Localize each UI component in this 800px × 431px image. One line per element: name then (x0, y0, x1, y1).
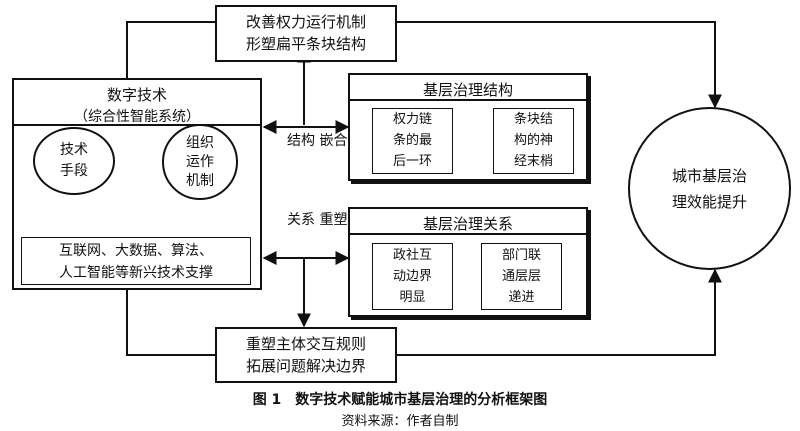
tech-support-box: 互联网、大数据、算法、 人工智能等新兴技术支撑 (21, 237, 251, 285)
relation-item-boundary: 政社互 动边界 明显 (372, 243, 453, 310)
tech-support-text: 互联网、大数据、算法、 人工智能等新兴技术支撑 (59, 243, 213, 281)
reshape-interaction-rules-text: 重塑主体交互规则 拓展问题解决边界 (245, 335, 366, 375)
arrow-top-to-outcome (397, 21, 722, 109)
improve-power-mechanism-box: 改善权力运行机制 形塑扁平条块结构 (215, 5, 397, 62)
relation-item-linkage-text: 部门联 通层层 递进 (501, 248, 541, 305)
relation-reshaping-label: 关系 重塑 (287, 212, 348, 228)
line-left-to-bottom (126, 290, 215, 356)
structure-nesting-label: 结构 嵌合 (287, 133, 348, 149)
tech-means-text: 技术 手段 (60, 142, 88, 179)
relation-item-boundary-text: 政社互 动边界 明显 (392, 248, 432, 305)
relation-item-linkage: 部门联 通层层 递进 (481, 243, 562, 310)
improve-power-mechanism-text: 改善权力运行机制 形塑扁平条块结构 (245, 13, 366, 53)
governance-efficiency-text: 城市基层治 理效能提升 (671, 166, 747, 211)
digital-tech-divider (12, 124, 262, 126)
governance-relation-title: 基层治理关系 (422, 215, 513, 233)
digital-tech-title: 数字技术 (106, 86, 167, 104)
org-mechanism-text: 组织 运作 机制 (186, 134, 214, 189)
arrow-bottom-to-outcome (397, 268, 722, 356)
source-note: 资料来源：作者自制 (341, 414, 459, 429)
org-mechanism-ellipse: 组织 运作 机制 (162, 124, 238, 200)
governance-structure-title: 基层治理结构 (422, 81, 513, 99)
digital-tech-subtitle: （综合性智能系统） (74, 109, 200, 125)
structure-item-power-chain-text: 权力链 条的最 后一环 (392, 112, 432, 169)
structure-item-nerve-ending-text: 条块结 构的神 经末梢 (513, 112, 553, 169)
tech-means-ellipse: 技术 手段 (33, 127, 115, 195)
figure-caption: 图 1 数字技术赋能城市基层治理的分析框架图 (252, 392, 548, 408)
structure-item-nerve-ending: 条块结 构的神 经末梢 (493, 108, 574, 174)
governance-efficiency-circle: 城市基层治 理效能提升 (628, 107, 791, 270)
line-left-to-top (126, 21, 215, 78)
governance-relation-divider (348, 233, 588, 235)
structure-item-power-chain: 权力链 条的最 后一环 (372, 108, 453, 174)
reshape-interaction-rules-box: 重塑主体交互规则 拓展问题解决边界 (215, 327, 397, 383)
governance-structure-divider (348, 99, 588, 101)
